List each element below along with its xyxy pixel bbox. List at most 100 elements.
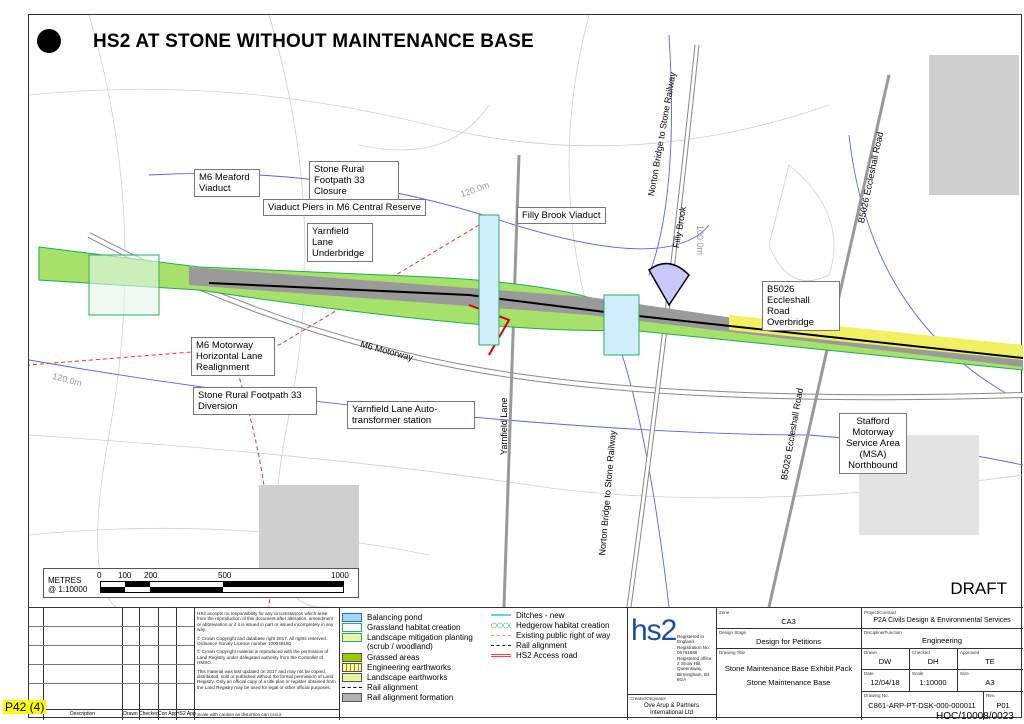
legend-swatch bbox=[342, 633, 362, 642]
creator-label: Creator/Originator bbox=[630, 696, 667, 701]
map-area: HS2 AT STONE WITHOUT MAINTENANCE BASE M6… bbox=[29, 15, 1023, 607]
legend-label: Balancing pond bbox=[367, 613, 423, 622]
drawing-title-label: Drawing Title bbox=[719, 650, 746, 655]
rev-col-checked: Checked bbox=[139, 711, 159, 717]
drawing-no-value: C861-ARP-PT-DSK-000-000011 bbox=[868, 701, 976, 710]
hs2-logo: hs2 bbox=[631, 614, 677, 647]
title-block: Description Drawn Checked Con App HS2 Ap… bbox=[29, 607, 1023, 720]
yarnfield-lane bbox=[502, 154, 521, 607]
callout-auto-transformer: Yarnfield Lane Auto- transformer station bbox=[347, 401, 475, 429]
callout-filly-brook-viaduct: Filly Brook Viaduct bbox=[517, 207, 606, 224]
legend-label: Grassed areas bbox=[367, 653, 420, 662]
legend-label: Hedgerow habitat creation bbox=[516, 621, 610, 630]
legend-landscape-earthworks: Landscape earthworks bbox=[342, 673, 448, 682]
callout-m6-lane-realignment: M6 Motorway Horizontal Lane Realignment bbox=[191, 337, 275, 376]
callout-b5026-overbridge: B5026 Eccleshall Road Overbridge bbox=[762, 281, 840, 331]
notes: HS2 accepts no responsibility for any ci… bbox=[197, 611, 337, 690]
map-title: HS2 AT STONE WITHOUT MAINTENANCE BASE bbox=[93, 31, 534, 52]
note-land-registry-usage: This material was last updated on 2017 a… bbox=[197, 668, 336, 690]
legend-label: Existing public right of way bbox=[516, 631, 611, 640]
legend-rail-alignment-2: Rail alignment bbox=[491, 641, 567, 650]
approved-value: TE bbox=[985, 657, 995, 666]
size-label: Size bbox=[960, 671, 969, 676]
scale-graphic bbox=[100, 581, 344, 593]
m6-motorway bbox=[87, 232, 1023, 401]
draft-stamp: DRAFT bbox=[950, 579, 1007, 598]
drawing-sheet: HS2 AT STONE WITHOUT MAINTENANCE BASE M6… bbox=[28, 14, 1023, 720]
public-right-of-way bbox=[29, 224, 480, 366]
legend-swatch bbox=[491, 635, 511, 636]
legend-balancing-pond: Balancing pond bbox=[342, 613, 422, 622]
legend-grassland: Grassland habitat creation bbox=[342, 623, 460, 632]
legend-hedgerow: Hedgerow habitat creation bbox=[491, 621, 609, 630]
legend-swatch bbox=[491, 645, 511, 646]
legend-access-road: HS2 Access road bbox=[491, 651, 577, 660]
legend-swatch bbox=[342, 613, 362, 622]
checked-value: DH bbox=[927, 657, 939, 666]
legend-swatch bbox=[342, 687, 362, 688]
legend-swatch bbox=[342, 663, 362, 672]
rev-col-description: Description bbox=[69, 711, 95, 717]
legend-swatch bbox=[342, 693, 362, 702]
rev-col-drawn: Drawn bbox=[123, 711, 138, 717]
legend-engineering-earthworks: Engineering earthworks bbox=[342, 663, 451, 672]
checked-label: Checked bbox=[912, 650, 930, 655]
callout-viaduct-piers: Viaduct Piers in M6 Central Reserve bbox=[263, 199, 426, 216]
registered-office: Registered in England Registration No. 0… bbox=[677, 634, 713, 683]
scale-tick: 100 bbox=[118, 571, 132, 580]
legend-swatch bbox=[342, 653, 362, 662]
legend-rail-alignment: Rail alignment bbox=[342, 683, 418, 692]
callout-yarnfield-underbridge: Yarnfield Lane Underbridge bbox=[307, 223, 373, 262]
drawing-title-2: Stone Maintenance Base bbox=[746, 678, 831, 687]
zone-label: Zone bbox=[719, 610, 730, 615]
legend-label: Rail alignment bbox=[367, 683, 418, 692]
background-linework bbox=[29, 15, 1023, 607]
scale-bar: METRES@ 1:10000 0 100 200 500 1000 bbox=[43, 568, 359, 598]
stage-value: Design for Petitions bbox=[755, 637, 822, 646]
route-corridor bbox=[38, 214, 1023, 371]
page-reference: P42 (4) bbox=[3, 700, 47, 714]
legend-swatch bbox=[342, 623, 362, 632]
legend-label: Engineering earthworks bbox=[367, 663, 452, 672]
scale-value: 1:10000 bbox=[919, 678, 947, 687]
legend-landscape-mitigation: Landscape mitigation planting (scrub / w… bbox=[342, 633, 489, 651]
scale-tick: 200 bbox=[144, 571, 158, 580]
legend-swatch bbox=[491, 614, 511, 617]
contour-label: 100.0m bbox=[695, 225, 705, 256]
date-label: Date bbox=[864, 671, 874, 676]
approved-label: Approved bbox=[960, 650, 980, 655]
stage-label: Design Stage bbox=[719, 630, 747, 635]
legend-swatch bbox=[342, 673, 362, 682]
project-label: Project/Contract bbox=[864, 610, 897, 615]
scale-label: Scale bbox=[912, 671, 924, 676]
legend-label: Rail alignment formation bbox=[367, 693, 454, 702]
scale-ratio: @ 1:10000 bbox=[48, 585, 88, 594]
project-value: P2A Civils Design & Environmental Servic… bbox=[873, 617, 1011, 624]
legend-swatch bbox=[491, 654, 511, 657]
note-land-registry: © Crown Copyright material is reproduced… bbox=[197, 649, 329, 666]
note-os-copyright: © Crown Copyright and database right 201… bbox=[197, 635, 328, 647]
drawing-title-1: Stone Maintenance Base Exhibit Pack bbox=[724, 664, 853, 673]
size-value: A3 bbox=[985, 678, 995, 687]
rev-value: P01 bbox=[996, 701, 1010, 710]
legend-label: Grassland habitat creation bbox=[367, 623, 461, 632]
road-label-yarnfield-lane: Yarnfield Lane bbox=[499, 397, 509, 455]
legend-grassed-areas: Grassed areas bbox=[342, 653, 419, 662]
note-disclaimer: HS2 accepts no responsibility for any ci… bbox=[197, 611, 334, 633]
note-scale-caution: Scale with caution as distortion can occ… bbox=[197, 712, 283, 717]
scale-unit: METRES bbox=[48, 576, 82, 585]
scale-tick: 0 bbox=[97, 571, 102, 580]
discipline-value: Engineering bbox=[921, 636, 963, 645]
rev-col-con-app: Con App bbox=[158, 711, 178, 717]
rev-col-hs2-app: HS2 App bbox=[176, 711, 196, 717]
legend-label: Landscape mitigation planting (scrub / w… bbox=[367, 633, 473, 651]
legend-ditches: Ditches - new bbox=[491, 611, 564, 620]
hoc-reference: HOC/10008/0023 bbox=[936, 711, 1014, 722]
callout-stafford-msa: Stafford Motorway Service Area (MSA) Nor… bbox=[839, 413, 907, 474]
date-value: 12/04/18 bbox=[870, 678, 900, 687]
discipline-label: Discipline/Function bbox=[864, 630, 902, 635]
drawn-value: DW bbox=[878, 657, 892, 666]
callout-m6-meaford-viaduct: M6 Meaford Viaduct bbox=[194, 169, 260, 197]
legend-label: HS2 Access road bbox=[516, 651, 578, 660]
legend-label: Landscape earthworks bbox=[367, 673, 448, 682]
